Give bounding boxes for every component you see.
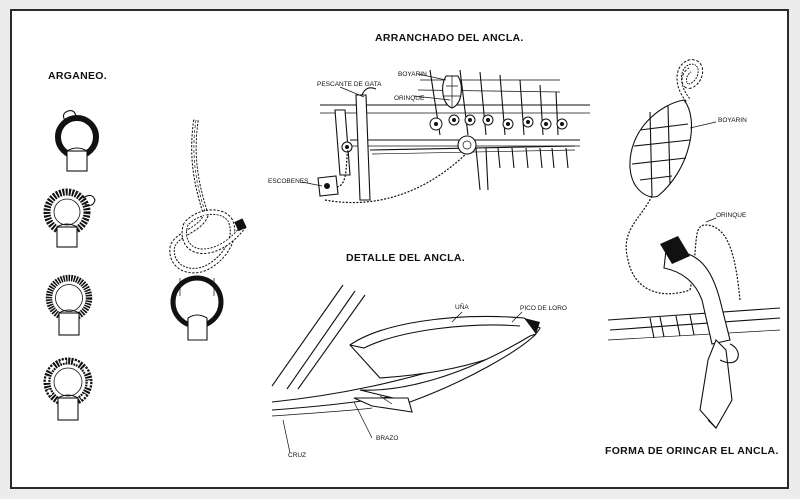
label-pescante-de-gata: PESCANTE DE GATA: [317, 81, 382, 88]
arganeo-ring-4: [43, 357, 93, 421]
title-detalle: DETALLE DEL ANCLA.: [346, 252, 465, 264]
label-boyarin-top: BOYARIN: [398, 71, 427, 78]
title-arranchado: ARRANCHADO DEL ANCLA.: [375, 32, 524, 44]
arganeo-ring-2: [43, 188, 96, 248]
rope-knot-detail: [169, 119, 247, 341]
label-orinque-right: ORINQUE: [716, 212, 747, 219]
label-escobenes: ESCOBENES: [268, 178, 309, 185]
title-forma-orincar: FORMA DE ORINCAR EL ANCLA.: [605, 445, 779, 457]
arganeo-ring-1: [55, 110, 99, 172]
label-orinque-top: ORINQUE: [394, 95, 425, 102]
label-brazo: BRAZO: [376, 435, 398, 442]
label-cruz: CRUZ: [288, 452, 306, 459]
forma-orincar-drawing: [607, 59, 781, 429]
detalle-drawing: [271, 284, 541, 454]
label-una: UÑA: [455, 302, 469, 311]
arranchado-drawing: [301, 69, 590, 204]
label-pico-de-loro: PICO DE LORO: [520, 305, 567, 312]
title-arganeo: ARGANEO.: [48, 70, 107, 82]
arganeo-ring-3: [45, 274, 93, 336]
label-boyarin-right: BOYARIN: [718, 117, 747, 124]
